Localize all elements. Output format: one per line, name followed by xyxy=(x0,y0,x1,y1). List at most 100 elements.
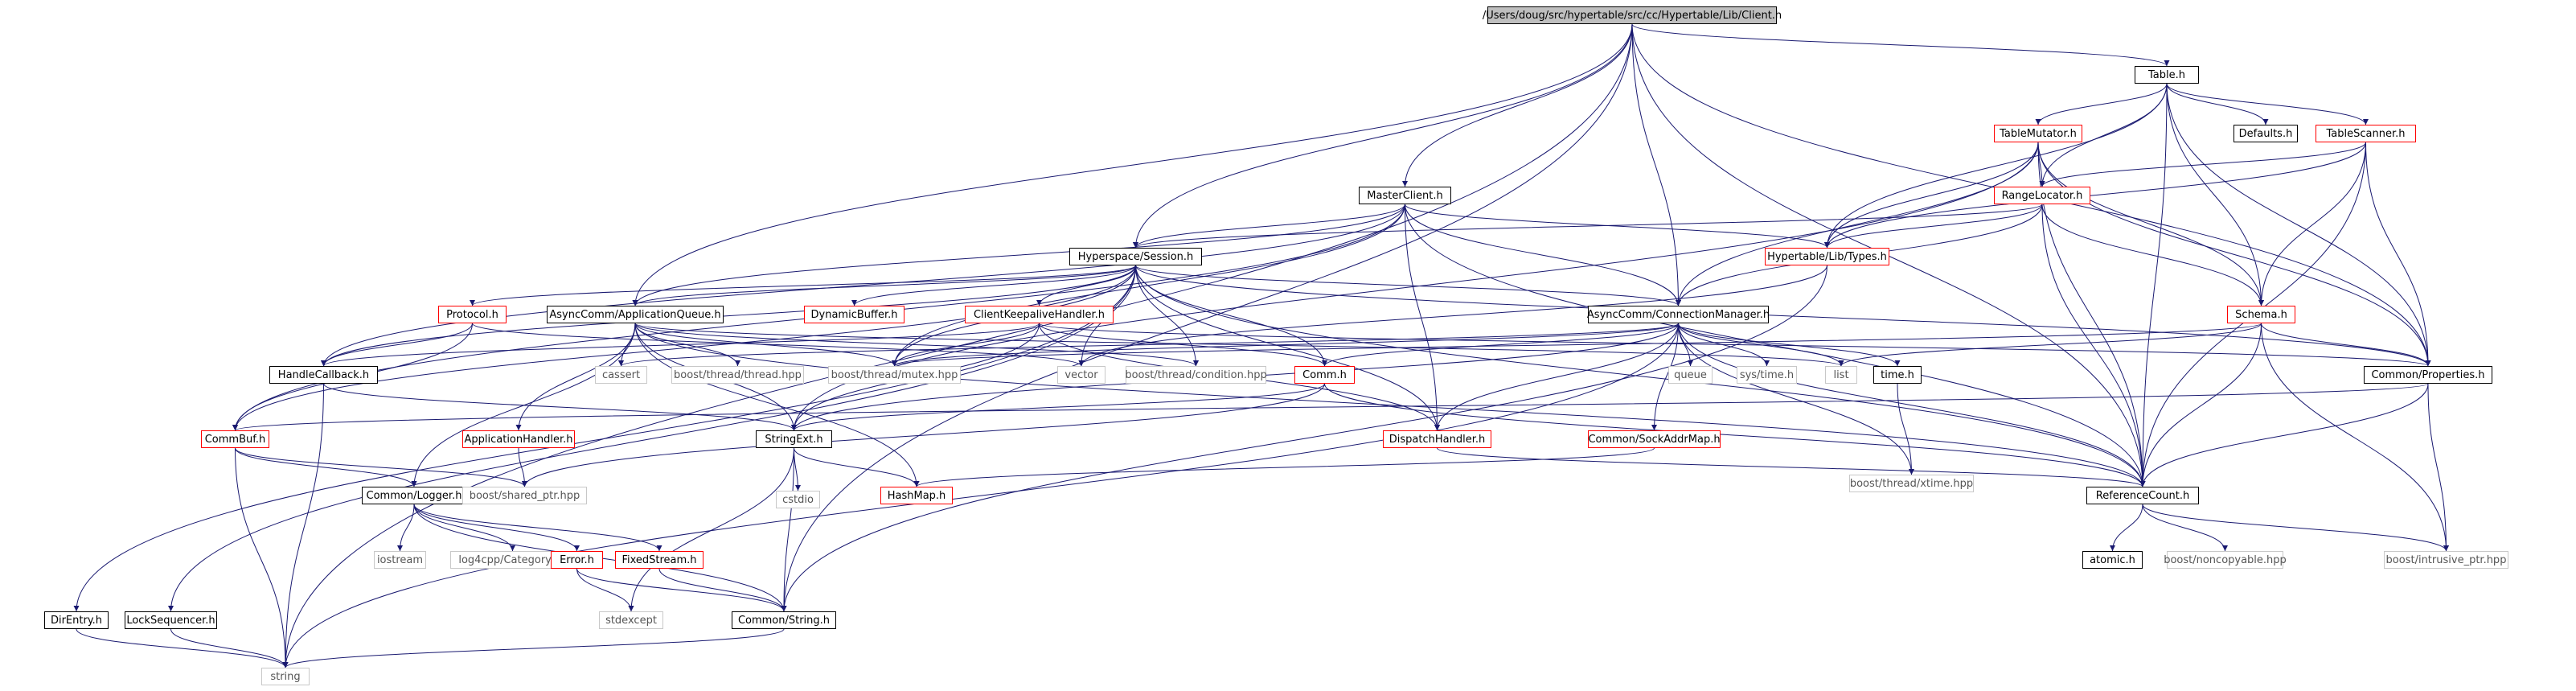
node-hyperspace-session-h[interactable]: Hyperspace/Session.h xyxy=(1069,248,1202,265)
node-table-h[interactable]: Table.h xyxy=(2135,66,2199,84)
node-handlecallback-h[interactable]: HandleCallback.h xyxy=(269,366,378,384)
edge-root-table xyxy=(1631,23,2170,67)
edge-schema-refcount xyxy=(2139,323,2262,487)
edge-tablemutator-connmgr xyxy=(1676,142,2039,306)
edge-schema-bmutex xyxy=(892,323,2262,367)
edge-tablescanner-rangelocator xyxy=(2039,142,2366,187)
node-applicationhandler-h[interactable]: ApplicationHandler.h xyxy=(462,430,575,448)
edge-table-types xyxy=(1824,83,2168,249)
edge-tablescanner-schema xyxy=(2258,142,2366,306)
edge-tablescanner-types xyxy=(1824,142,2366,249)
node-boost-condition-hpp: boost/thread/condition.hpp xyxy=(1125,366,1267,384)
node-time-h[interactable]: time.h xyxy=(1873,366,1922,384)
edge-root-connmgr xyxy=(1631,23,1681,306)
edge-hsession-dispatch xyxy=(1135,265,1440,431)
edge-timeh-bxtime xyxy=(1897,383,1914,475)
node-connectionmanager-h[interactable]: AsyncComm/ConnectionManager.h xyxy=(1587,306,1770,323)
edge-clogger-iostream xyxy=(397,504,415,552)
edge-commbuf-clogger xyxy=(235,447,417,487)
node-direntry-h[interactable]: DirEntry.h xyxy=(44,611,109,629)
node-tablescanner-h[interactable]: TableScanner.h xyxy=(2316,125,2416,142)
node-error-h[interactable]: Error.h xyxy=(551,551,603,569)
edge-types-cstring xyxy=(781,265,1827,612)
edge-rangelocator-types xyxy=(1824,204,2043,249)
edge-comm-refcount xyxy=(1324,383,2146,487)
node-masterclient-h[interactable]: MasterClient.h xyxy=(1359,187,1451,204)
edge-hsession-props xyxy=(1135,265,2431,367)
edge-tablemutator-schema xyxy=(2037,142,2264,306)
edge-commbuf-string xyxy=(235,447,289,668)
node-defaults-h[interactable]: Defaults.h xyxy=(2233,125,2298,142)
edge-masterclient-types xyxy=(1405,204,1830,249)
edge-appqueue-list xyxy=(634,323,1844,367)
edge-appqueue-hashmap xyxy=(634,323,920,487)
edge-masterclient-hsession xyxy=(1133,204,1405,249)
edge-appqueue-bcond xyxy=(634,323,1199,367)
edge-rangelocator-hsession xyxy=(1133,204,2043,249)
node-clientkeepalivehandler-h[interactable]: ClientKeepaliveHandler.h xyxy=(965,306,1114,323)
node-common-string-h[interactable]: Common/String.h xyxy=(732,611,836,629)
edge-hsession-connmgr xyxy=(1135,265,1681,306)
node-hypertable-types-h[interactable]: Hypertable/Lib/Types.h xyxy=(1765,248,1889,265)
edge-tablemutator-props xyxy=(2037,142,2431,367)
node-referencecount-h[interactable]: ReferenceCount.h xyxy=(2086,487,2199,504)
edge-props-bintrusive xyxy=(2427,383,2449,552)
edge-refcount-atomic xyxy=(2110,504,2143,552)
node-applicationqueue-h[interactable]: AsyncComm/ApplicationQueue.h xyxy=(547,306,724,323)
edge-root-masterclient xyxy=(1402,23,1633,187)
node-stdexcept: stdexcept xyxy=(599,611,663,629)
edge-connmgr-list xyxy=(1678,323,1844,367)
edge-refcount-bnoncopy xyxy=(2142,504,2228,552)
edge-tablescanner-props xyxy=(2365,142,2431,367)
node-locksequencer-h[interactable]: LockSequencer.h xyxy=(125,611,217,629)
node-schema-h[interactable]: Schema.h xyxy=(2227,306,2295,323)
edge-connmgr-cassert xyxy=(618,323,1679,367)
node-stringext-h[interactable]: StringExt.h xyxy=(756,430,832,448)
edge-refcount-bintrusive xyxy=(2142,504,2449,552)
edge-clogger-fixedstream xyxy=(413,504,662,552)
node-dynamicbuffer-h[interactable]: DynamicBuffer.h xyxy=(804,306,904,323)
edge-keepalive-bmutex xyxy=(892,323,1040,367)
edge-root-cstring xyxy=(781,23,1633,612)
edge-stringext-cstring xyxy=(781,447,794,612)
edge-connmgr-sockaddr xyxy=(1651,323,1679,431)
edge-comm-bshared xyxy=(522,383,1325,487)
edge-masterclient-handlecb xyxy=(321,204,1405,367)
edge-direntry-string xyxy=(76,628,289,668)
edge-locksequencer-string xyxy=(170,628,289,668)
edge-keepalive-comm xyxy=(1039,323,1327,367)
edge-table-refcount xyxy=(2139,83,2168,487)
node-protocol-h[interactable]: Protocol.h xyxy=(438,306,507,323)
node-atomic-h[interactable]: atomic.h xyxy=(2082,551,2143,569)
node-sys-time-h: sys/time.h xyxy=(1737,366,1797,384)
node-iostream: iostream xyxy=(374,551,426,569)
node-tablemutator-h[interactable]: TableMutator.h xyxy=(1994,125,2082,142)
node-boost-shared-ptr-hpp: boost/shared_ptr.hpp xyxy=(462,487,587,504)
edge-hsession-dynbuf xyxy=(851,265,1136,306)
node-commbuf-h[interactable]: CommBuf.h xyxy=(201,430,269,448)
edge-table-props xyxy=(2166,83,2431,367)
node-rangelocator-h[interactable]: RangeLocator.h xyxy=(1994,187,2090,204)
edge-apphandler-bshared xyxy=(518,447,527,487)
edge-connmgr-timeh xyxy=(1678,323,1901,367)
node-vector: vector xyxy=(1057,366,1105,384)
edge-error-cstring xyxy=(576,568,787,612)
node-comm-h[interactable]: Comm.h xyxy=(1294,366,1355,384)
edge-hsession-bcond xyxy=(1135,265,1199,367)
node-hashmap-h[interactable]: HashMap.h xyxy=(880,487,953,504)
edge-masterclient-appqueue xyxy=(632,204,1405,306)
node-common-properties-h[interactable]: Common/Properties.h xyxy=(2364,366,2492,384)
edge-hsession-locksequencer xyxy=(168,265,1136,612)
edge-hsession-appqueue xyxy=(632,265,1136,306)
node-fixedstream-h[interactable]: FixedStream.h xyxy=(615,551,703,569)
edge-schema-list xyxy=(1838,323,2262,367)
edge-stringext-stdexcept xyxy=(628,447,794,612)
edge-hsession-commbuf xyxy=(232,265,1136,431)
node-sockaddrmap-h[interactable]: Common/SockAddrMap.h xyxy=(1588,430,1721,448)
node-dispatchhandler-h[interactable]: DispatchHandler.h xyxy=(1383,430,1491,448)
edge-rangelocator-refcount xyxy=(2041,204,2146,487)
edge-root-appqueue xyxy=(632,23,1633,306)
edge-stringext-cstdio xyxy=(794,447,801,492)
node-common-logger-h[interactable]: Common/Logger.h xyxy=(362,487,466,504)
root-node: /Users/doug/src/hypertable/src/cc/Hypert… xyxy=(1483,6,1782,24)
